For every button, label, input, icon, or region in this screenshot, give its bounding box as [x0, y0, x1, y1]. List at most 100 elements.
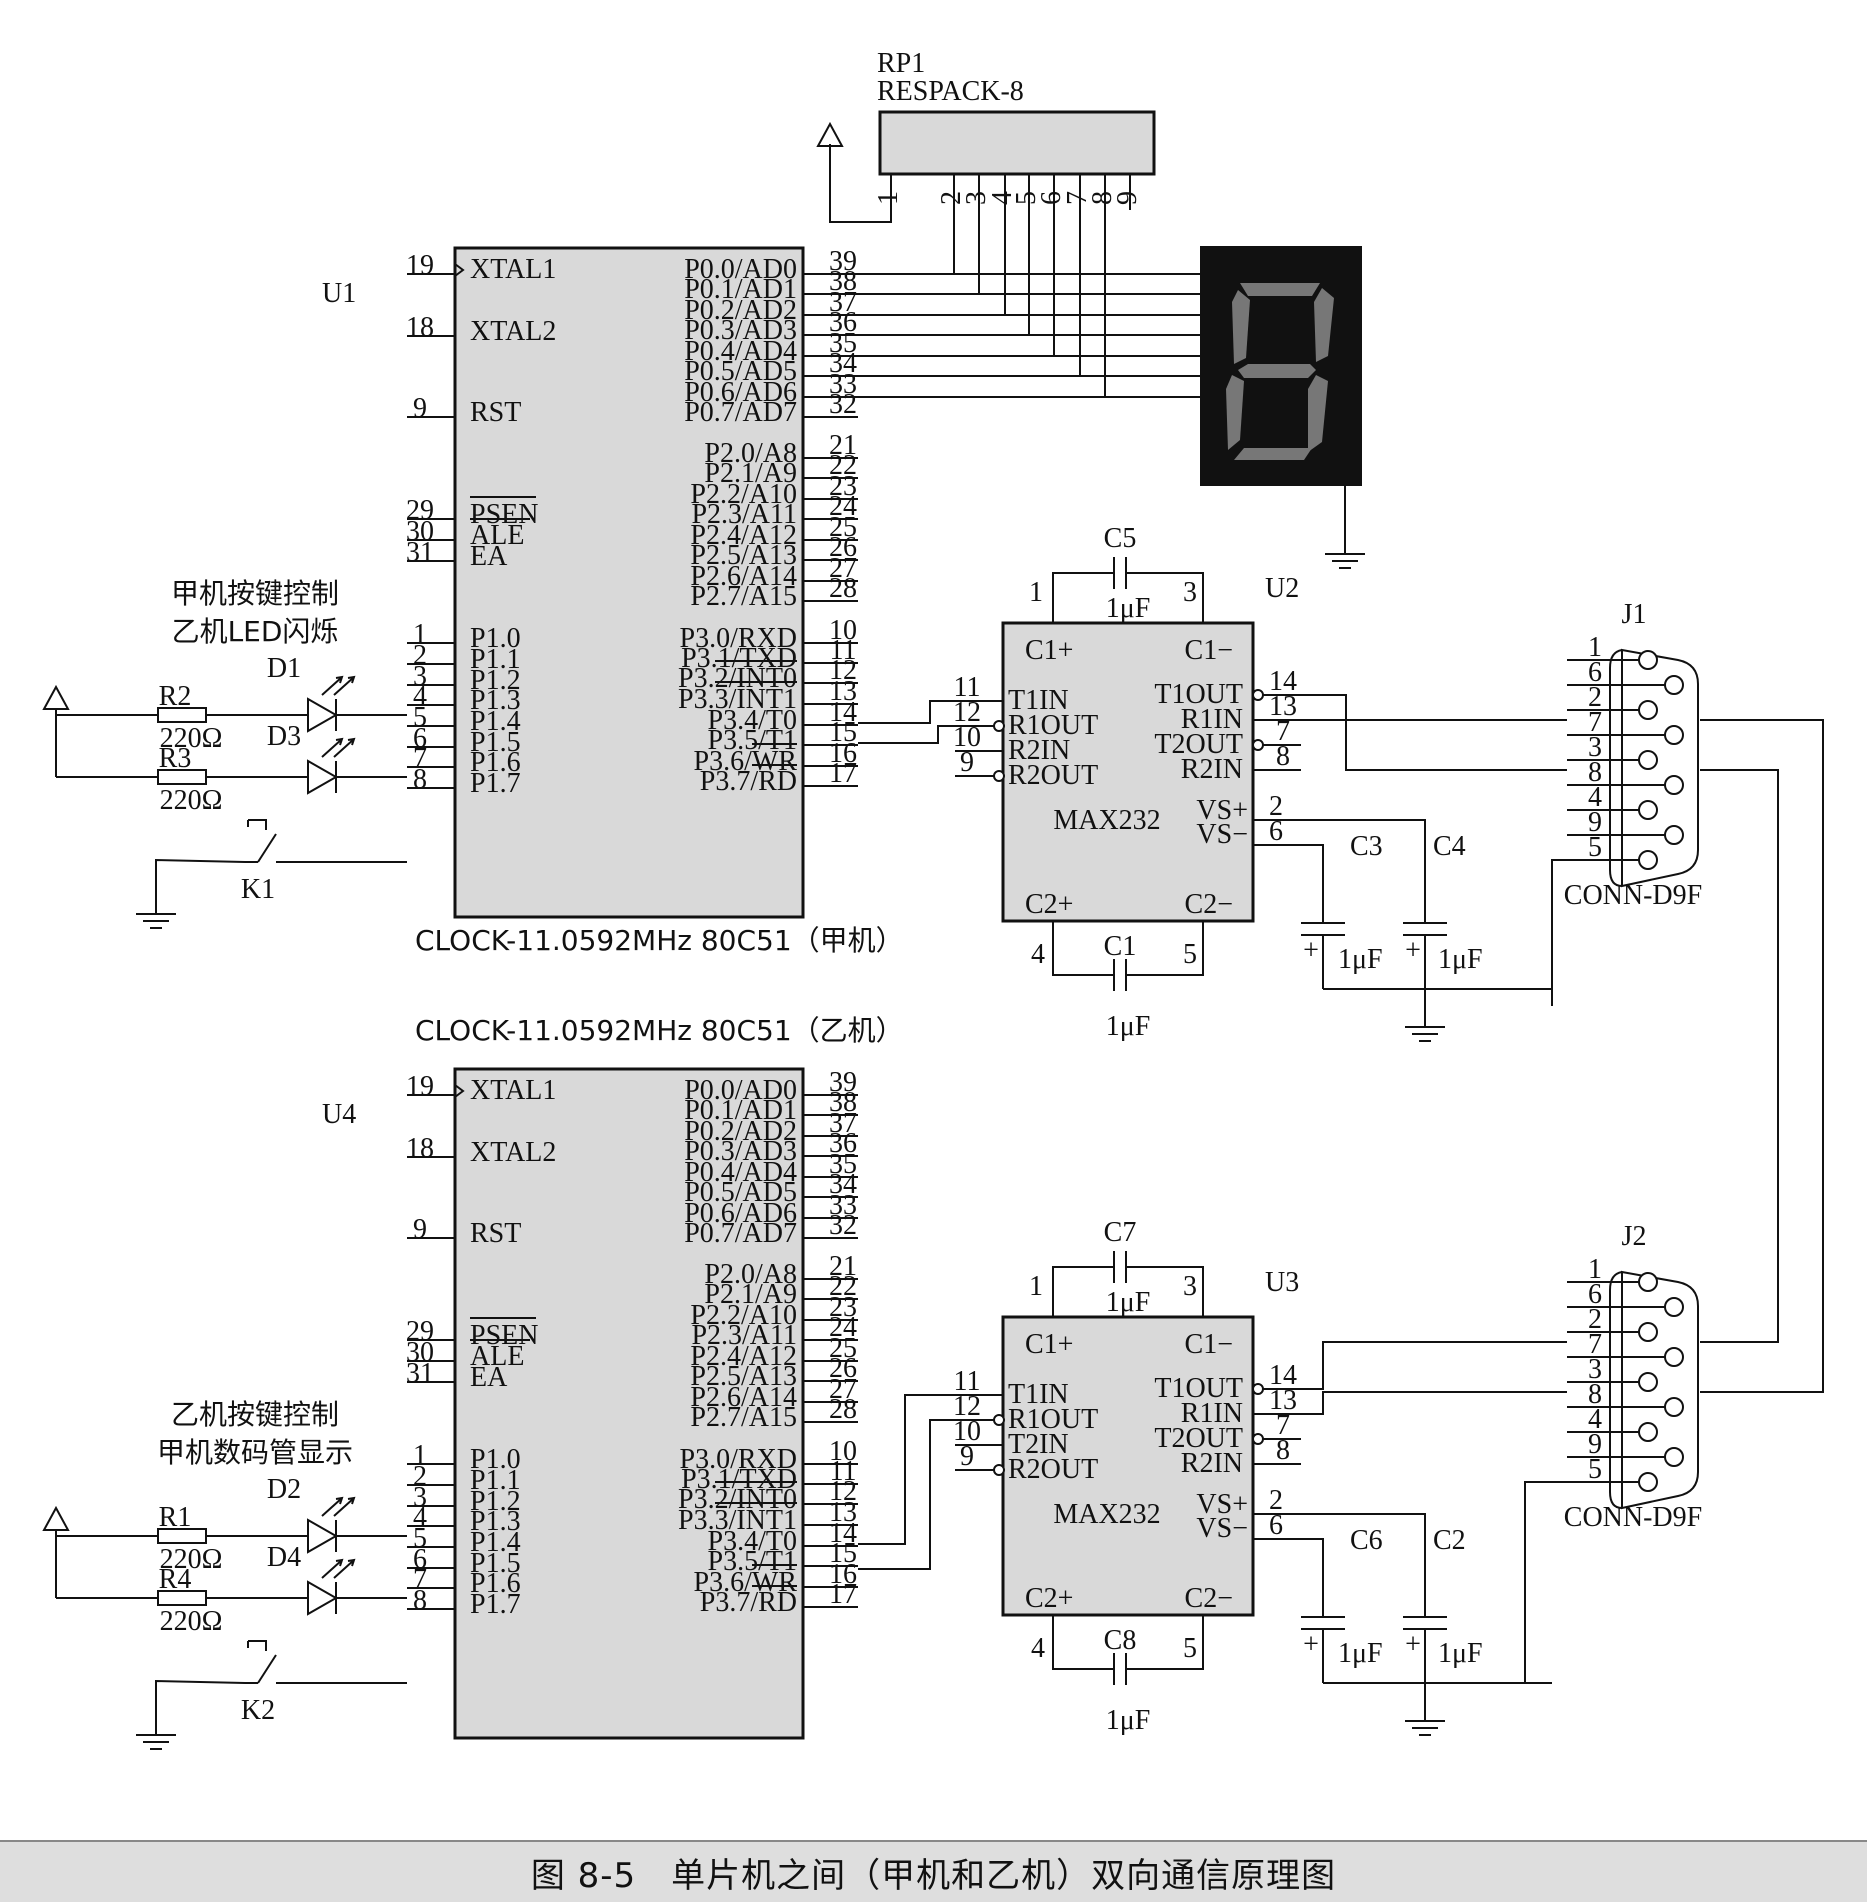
wire: [858, 700, 955, 724]
power-arrow: [42, 1505, 70, 1531]
pin-name: P0.3/AD3: [684, 315, 797, 346]
wire: [1301, 819, 1426, 923]
power-symbol: [42, 1505, 70, 1531]
pin-name: C1−: [1185, 635, 1233, 666]
inverter-bubble: [1252, 689, 1264, 701]
pin-number: 7: [413, 1564, 427, 1595]
pin-number: 2: [1588, 682, 1602, 713]
pin-name: C2+: [1025, 889, 1073, 920]
pin-number: 6: [413, 723, 427, 754]
pin-number: 3: [1183, 1271, 1197, 1302]
top-cap-vs1-ref: C3: [1350, 831, 1383, 862]
pin-name: P2.0/A8: [704, 1259, 797, 1290]
display-segment: [1234, 448, 1312, 460]
pin-name: P0.2/AD2: [684, 295, 797, 326]
light-arrow: [333, 1496, 356, 1517]
pin-name: P2.3/A11: [691, 499, 797, 530]
pin-number: 34: [829, 348, 857, 379]
pin-number: 9: [413, 1214, 427, 1245]
pin-number: 5: [1588, 1454, 1602, 1485]
pin-number: 11: [954, 672, 981, 703]
pin-name: T1IN: [1008, 1379, 1069, 1410]
wire: [829, 144, 892, 223]
led-symbol: [307, 697, 339, 733]
pin-number: 39: [829, 246, 857, 277]
pin-number: 22: [829, 450, 857, 481]
pin-number: 1: [1029, 1271, 1043, 1302]
inverter-bubble: [993, 720, 1005, 732]
top-mcu: U11918929303112345678XTAL1XTAL2RSTPSENAL…: [322, 246, 858, 919]
top-mcu-body: [453, 246, 805, 919]
wire: [1524, 1481, 1567, 1683]
pin-number: 8: [1276, 741, 1290, 772]
pin-number: 3: [1183, 577, 1197, 608]
pin-number: 21: [829, 430, 857, 461]
pin-number: 28: [829, 573, 857, 604]
pin-name: R2IN: [1181, 1448, 1243, 1479]
pin-number: 33: [829, 369, 857, 400]
pin-number: 7: [1276, 1410, 1290, 1441]
pin-number: 14: [1269, 666, 1297, 697]
pin-number: 6: [1036, 191, 1067, 205]
pin-number: 8: [413, 1585, 427, 1616]
pin-number: 19: [406, 250, 434, 281]
display-segment: [1314, 288, 1334, 362]
wire: [1126, 921, 1204, 976]
pin-name: R2OUT: [1008, 760, 1098, 791]
light-arrow: [321, 737, 344, 758]
top-mcu-caption: CLOCK-11.0592MHz 80C51（甲机）: [415, 924, 904, 957]
pin-name: P2.2/A10: [690, 479, 797, 510]
bottom-cap-vs1-ref: C6: [1350, 1525, 1383, 1556]
pin-name: P3.2/INT0: [678, 663, 797, 694]
pin-name: C2+: [1025, 1583, 1073, 1614]
pin-name: P1.2: [470, 1486, 521, 1517]
pin-number: 35: [829, 1149, 857, 1180]
pin-number: 4: [1031, 1633, 1045, 1664]
inverter-bubble: [993, 1414, 1005, 1426]
connector-pin: [1638, 750, 1658, 770]
connector-pin: [1664, 775, 1684, 795]
pin-number: 1: [413, 619, 427, 650]
pin-name: P3.0/RXD: [680, 1444, 797, 1475]
pin-name: PSEN: [470, 499, 538, 530]
wire: [1301, 844, 1324, 923]
pin-number: 2: [1269, 791, 1283, 822]
pin-name: P1.5: [470, 1548, 521, 1579]
top-mcu-ref: U1: [322, 278, 356, 309]
pin-number: 9: [960, 747, 974, 778]
capacitor: [1113, 557, 1127, 589]
top-conn-ref: J1: [1622, 599, 1647, 630]
pin-name: XTAL1: [470, 1075, 556, 1106]
ground-symbol: [136, 1721, 176, 1750]
pin-number: 23: [829, 1292, 857, 1323]
pin-number: 2: [1269, 1485, 1283, 1516]
pin-number: 8: [1087, 191, 1118, 205]
switch-actuator: [247, 819, 267, 830]
pin-number: 36: [829, 1128, 857, 1159]
pin-number: 9: [1588, 807, 1602, 838]
led-symbol: [307, 1518, 339, 1554]
bottom-mcu-caption: CLOCK-11.0592MHz 80C51（乙机）: [415, 1014, 904, 1047]
wire: [1551, 859, 1567, 1006]
pin-name: P0.0/AD0: [684, 254, 797, 285]
bottom-res-ref: R4: [159, 1564, 192, 1595]
pin-number: 10: [953, 722, 981, 753]
pin-number: 2: [936, 191, 967, 205]
pin-number: 17: [829, 1579, 857, 1610]
top-note-1: 甲机按键控制: [171, 577, 339, 610]
pin-name: P0.5/AD5: [684, 1177, 797, 1208]
pin-number: 3: [413, 1482, 427, 1513]
wire: [1301, 1341, 1567, 1390]
pin-name: VS−: [1196, 819, 1248, 850]
serial-wiring: [858, 694, 1824, 1683]
pin-number: 15: [829, 1538, 857, 1569]
inverter-bubble: [993, 1464, 1005, 1476]
light-arrow: [333, 737, 356, 758]
bottom-cap-top-ref: C7: [1104, 1217, 1137, 1248]
bottom-key-ref: K2: [241, 1695, 275, 1726]
pin-name: P2.6/A14: [690, 1382, 797, 1413]
